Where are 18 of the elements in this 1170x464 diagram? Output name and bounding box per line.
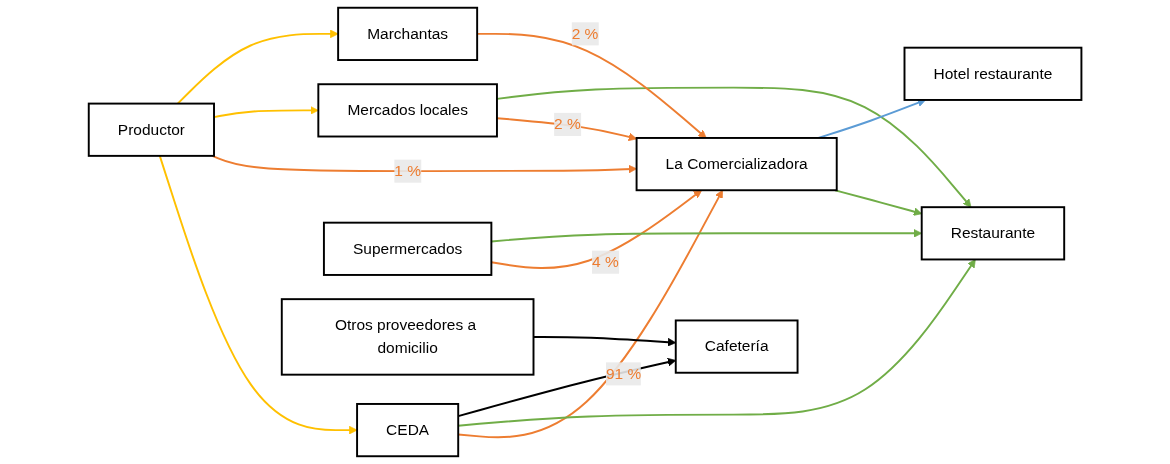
edge-label: 1 %	[394, 162, 421, 179]
node-box: La Comercializadora	[635, 137, 838, 192]
node-box: Otros proveedores a domicilio	[280, 298, 535, 376]
arrow	[211, 154, 637, 174]
node-box: Marchantas	[337, 6, 479, 61]
edge-label: 2 %	[554, 115, 581, 133]
arrow	[176, 29, 339, 105]
node-box: Hotel restaurante	[903, 46, 1083, 101]
edge-label: 2 %	[571, 25, 599, 42]
arrow	[834, 189, 922, 216]
node-box: Mercados locales	[317, 83, 498, 138]
edge-label: 4 %	[591, 253, 619, 270]
node-box: Cafetería	[674, 319, 799, 374]
edge-label: 91 %	[605, 365, 642, 382]
node-box: Restaurante	[920, 206, 1066, 261]
node-box: CEDA	[356, 403, 460, 458]
node-box: Supermercados	[322, 221, 493, 276]
node-box: Productor	[87, 102, 215, 157]
